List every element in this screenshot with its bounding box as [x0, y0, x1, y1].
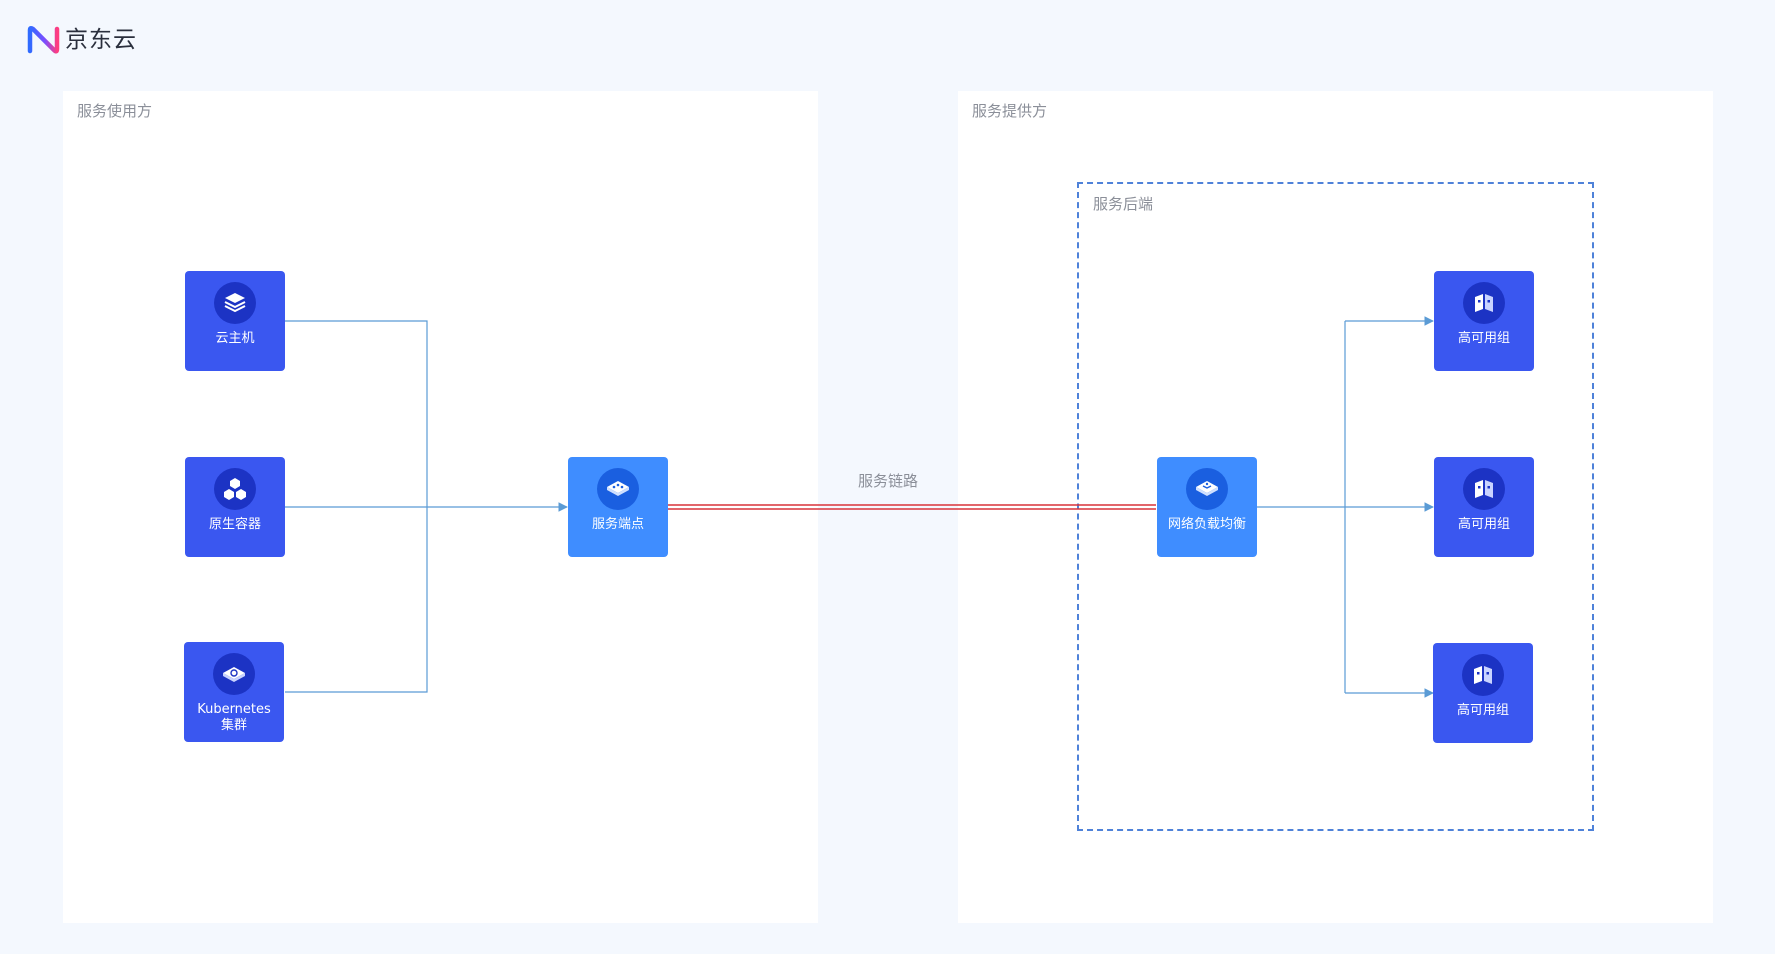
- kubernetes-icon: [223, 667, 245, 682]
- cubes-icon: [224, 478, 246, 500]
- ha-group-node-3[interactable]: 高可用组: [1433, 643, 1533, 743]
- backend-group: 服务后端: [1077, 182, 1594, 831]
- ha-group-node-1-label: 高可用组: [1457, 331, 1510, 346]
- ha-group-icon: [1475, 480, 1493, 498]
- brand-name: 京东云: [65, 27, 137, 53]
- stack-layers-icon: [224, 293, 246, 313]
- backend-group-title: 服务后端: [1093, 195, 1154, 213]
- ha-group-node-1[interactable]: 高可用组: [1434, 271, 1534, 371]
- ha-group-node-2-label: 高可用组: [1457, 517, 1510, 532]
- k8s-node[interactable]: Kubernetes 集群: [184, 642, 284, 742]
- endpoint-node-label: 服务端点: [591, 517, 644, 532]
- load-balancer-icon: [1196, 481, 1218, 496]
- service-link-label: 服务链路: [858, 472, 919, 490]
- provider-panel-title: 服务提供方: [972, 102, 1048, 120]
- endpoint-node[interactable]: 服务端点: [568, 457, 668, 557]
- ha-group-node-3-label: 高可用组: [1456, 703, 1509, 718]
- container-node[interactable]: 原生容器: [185, 457, 285, 557]
- ha-group-icon: [1474, 666, 1492, 684]
- vm-node-label: 云主机: [215, 331, 255, 346]
- brand-logo: 京东云: [27, 24, 137, 56]
- k8s-node-label: Kubernetes 集群: [197, 702, 271, 733]
- consumer-panel: 服务使用方: [63, 91, 818, 923]
- jdcloud-logo-icon: [27, 25, 60, 54]
- ha-group-icon: [1475, 294, 1493, 312]
- endpoint-icon: [607, 481, 629, 496]
- vm-node[interactable]: 云主机: [185, 271, 285, 371]
- nlb-node[interactable]: 网络负载均衡: [1157, 457, 1257, 557]
- container-node-label: 原生容器: [208, 517, 261, 532]
- ha-group-node-2[interactable]: 高可用组: [1434, 457, 1534, 557]
- nlb-node-label: 网络负载均衡: [1167, 517, 1246, 532]
- consumer-panel-title: 服务使用方: [77, 102, 153, 120]
